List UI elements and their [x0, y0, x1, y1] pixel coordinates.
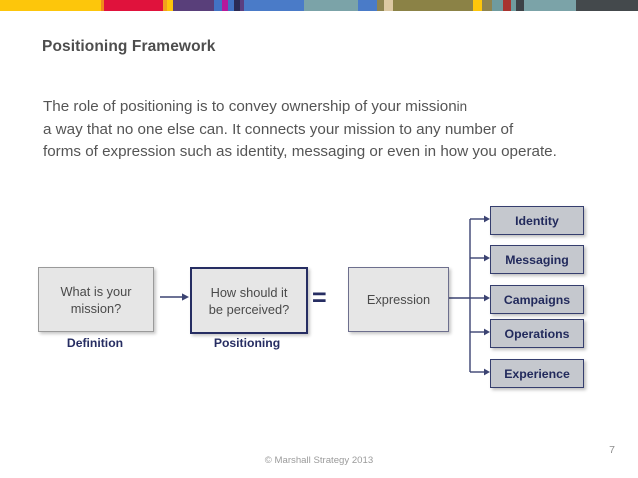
- colorbar-segment-teal-4: [523, 0, 576, 11]
- colorbar-segment-steel-blue: [244, 0, 304, 11]
- flow-box-expression-label: Expression: [366, 292, 431, 307]
- flow-box-positioning-line1: How should it: [210, 284, 288, 300]
- expression-box-identity-label: Identity: [515, 213, 559, 228]
- expression-box-experience[interactable]: Experience: [490, 359, 584, 388]
- expression-box-identity[interactable]: Identity: [490, 206, 584, 235]
- expression-box-messaging[interactable]: Messaging: [490, 245, 584, 274]
- colorbar-segment-dark-navy-stripe: [234, 0, 240, 11]
- flow-label-positioning: Positioning: [213, 336, 281, 350]
- flow-box-expression[interactable]: Expression: [348, 267, 449, 332]
- flow-box-positioning[interactable]: How should it be perceived?: [190, 267, 308, 334]
- colorbar-segment-yellow-sliver: [167, 0, 173, 11]
- expression-box-messaging-label: Messaging: [505, 252, 569, 267]
- flow-box-definition[interactable]: What is your mission?: [38, 267, 154, 332]
- colorbar-segment-teal-2: [491, 0, 504, 11]
- flow-label-definition: Definition: [66, 336, 124, 350]
- flow-box-definition-line1: What is your: [60, 283, 132, 299]
- lead-paragraph: The role of positioning is to convey own…: [43, 96, 603, 164]
- colorbar-segment-crimson: [103, 0, 164, 11]
- colorbar-segment-blue-block: [357, 0, 377, 11]
- colorbar-segment-tan: [384, 0, 393, 11]
- colorbar-segment-olive-2: [482, 0, 492, 11]
- colorbar-segment-red-stripe: [503, 0, 511, 11]
- page-number: 7: [609, 444, 615, 456]
- colorbar-segment-blue-stripe: [214, 0, 222, 11]
- colorbar-segment-charcoal: [575, 0, 638, 11]
- expression-box-campaigns-label: Campaigns: [503, 292, 571, 307]
- colorbar-segment-blue-stripe-2: [228, 0, 235, 11]
- flow-box-definition-line2: mission?: [70, 300, 122, 316]
- expression-box-operations-label: Operations: [504, 326, 570, 341]
- page-title: Positioning Framework: [42, 38, 216, 55]
- expression-box-operations[interactable]: Operations: [490, 319, 584, 348]
- expression-box-experience-label: Experience: [504, 366, 570, 381]
- lead-line-1: The role of positioning is to convey own…: [43, 98, 457, 115]
- expression-box-campaigns[interactable]: Campaigns: [490, 285, 584, 314]
- lead-line-3: forms of expression such as identity, me…: [43, 143, 557, 160]
- colorbar-segment-teal-gray: [303, 0, 358, 11]
- flow-box-positioning-line2: be perceived?: [208, 301, 290, 317]
- colorbar-segment-orange-sliver-2: [163, 0, 168, 11]
- colorbar-segment-magenta-stripe: [221, 0, 229, 11]
- colorbar-segment-charcoal-stripe: [516, 0, 524, 11]
- footer-copyright: © Marshall Strategy 2013: [264, 455, 374, 466]
- colorbar-segment-olive-sliver: [376, 0, 385, 11]
- colorbar-segment-yellow: [0, 0, 101, 11]
- colorbar-segment-purple: [172, 0, 215, 11]
- equals-icon: =: [312, 284, 327, 312]
- lead-line-1-tail: in: [456, 99, 468, 114]
- colorbar-segment-teal-3: [510, 0, 517, 11]
- decorative-color-bar: [0, 0, 638, 11]
- colorbar-segment-olive: [392, 0, 473, 11]
- colorbar-segment-yellow-2: [472, 0, 483, 11]
- colorbar-segment-purple-stripe: [239, 0, 245, 11]
- colorbar-segment-orange-sliver: [100, 0, 104, 11]
- lead-line-2: a way that no one else can. It connects …: [43, 120, 514, 138]
